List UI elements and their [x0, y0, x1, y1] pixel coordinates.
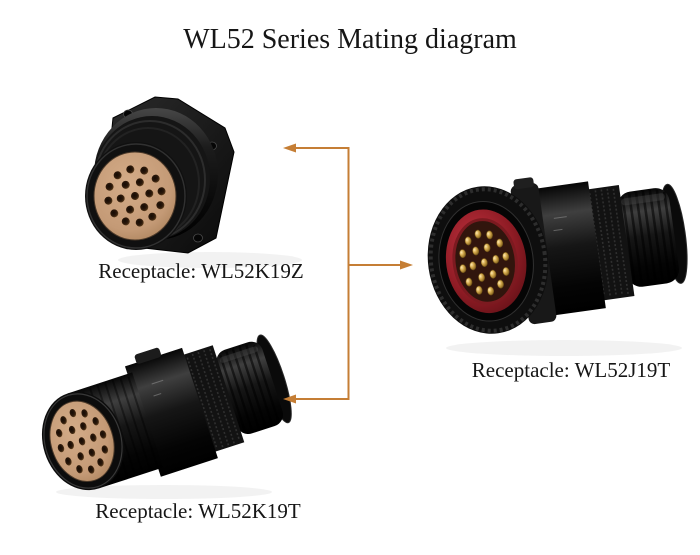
knurled-ring [182, 345, 245, 453]
mounting-hole [193, 233, 203, 243]
connector-shadow [446, 340, 682, 356]
pin-contacts [459, 229, 510, 296]
connector-label-wl52k19t: Receptacle: WL52K19T [95, 499, 301, 523]
arrowhead-to-wl52j19t [400, 260, 413, 270]
connector-label-wl52k19z: Receptacle: WL52K19Z [98, 259, 304, 283]
connector-illustration-wl52k19z [85, 96, 302, 268]
arrow-trunk-line [296, 147, 401, 400]
body-markings [151, 379, 164, 397]
connector-label-wl52j19t: Receptacle: WL52J19T [471, 358, 671, 382]
socket-face [41, 391, 125, 491]
connector-shadow [56, 485, 272, 499]
body-markings [553, 216, 567, 232]
connector-illustration-wl52j19t [427, 177, 688, 356]
contact-holes [104, 165, 166, 227]
connector-shadow [118, 252, 302, 268]
connector-illustration-wl52k19t [41, 334, 292, 499]
contact-holes [55, 408, 109, 474]
receptacle-face [85, 142, 187, 250]
cable-gland [617, 183, 688, 287]
plug-face [427, 186, 549, 334]
page-title: WL52 Series Mating diagram [183, 24, 517, 55]
